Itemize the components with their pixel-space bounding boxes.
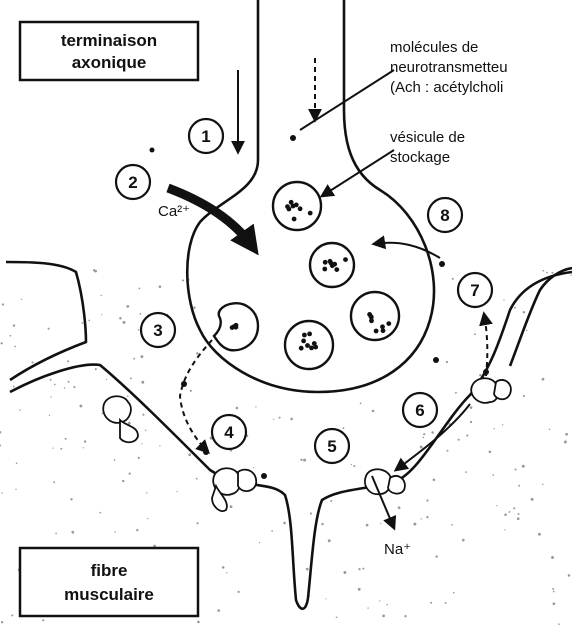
molecule-dot [312, 341, 317, 346]
molecule-dot [299, 346, 304, 351]
molecule-dot [301, 339, 306, 344]
storage-vesicle-label-line1: vésicule de [390, 129, 465, 146]
molecule-dot [323, 260, 328, 265]
neurotransmitter-label-line3: (Ach : acétylcholi [390, 79, 503, 96]
step-number: 2 [128, 173, 137, 192]
step-marker-3: 3 [141, 313, 175, 347]
molecule-dot [302, 333, 307, 338]
molecule-dot [343, 257, 348, 262]
molecule-dot [374, 329, 379, 334]
step-marker-8: 8 [428, 198, 462, 232]
muscle-membrane-left [6, 262, 86, 380]
molecule-dot [380, 324, 385, 329]
neurotransmitter-label: molécules de neurotransmetteu (Ach : acé… [390, 39, 508, 96]
molecule-dot [369, 314, 374, 319]
step-marker-5: 5 [315, 429, 349, 463]
step-number: 6 [415, 401, 424, 420]
axon-terminal-label: terminaison axonique [20, 22, 198, 80]
neurotransmitter-label-line1: molécules de [390, 39, 478, 56]
molecule-dot [234, 323, 239, 328]
axon-terminal-label-line1: terminaison [61, 31, 157, 50]
molecule-dot [308, 211, 313, 216]
muscle-fiber-label-line2: musculaire [64, 585, 154, 604]
axon-terminal-label-line2: axonique [72, 53, 147, 72]
step-marker-2: 2 [116, 165, 150, 199]
molecule-dot [298, 206, 303, 211]
molecule-dot [322, 267, 327, 272]
molecule-dot [332, 262, 337, 267]
muscle-fiber-label-line1: fibre [91, 561, 128, 580]
molecule-dot [305, 343, 310, 348]
storage-vesicle-label-line2: stockage [390, 149, 450, 166]
molecule-dot [291, 204, 296, 209]
molecule-dot [307, 332, 312, 337]
calcium-ion-label: Ca²⁺ [158, 203, 190, 220]
step-number: 3 [153, 321, 162, 340]
step-markers: 1 2 3 4 5 6 7 8 [116, 119, 492, 463]
neurotransmitter-label-line2: neurotransmetteu [390, 59, 508, 76]
step-number: 5 [327, 437, 336, 456]
step-number: 4 [224, 423, 234, 442]
step-number: 1 [201, 127, 210, 146]
step-marker-6: 6 [403, 393, 437, 427]
molecule-dot [386, 321, 391, 326]
vesicles [214, 182, 399, 369]
step-marker-1: 1 [189, 119, 223, 153]
acetylcholine-receptors [103, 378, 511, 511]
released-molecules [150, 135, 490, 479]
step-marker-4: 4 [212, 415, 246, 449]
muscle-membrane-right-fold [510, 268, 572, 366]
storage-vesicle-label: vésicule de stockage [390, 129, 465, 166]
sodium-ion-label: Na⁺ [384, 541, 411, 558]
molecule-dot [328, 259, 333, 264]
muscle-fiber-label: fibre musculaire [20, 548, 198, 616]
step-number: 7 [470, 281, 479, 300]
molecule-dot [334, 267, 339, 272]
molecule-dot [287, 207, 292, 212]
molecule-dot [292, 217, 297, 222]
molecule-dot [309, 346, 314, 351]
molecule-dot [369, 318, 374, 323]
step-number: 8 [440, 206, 449, 225]
step-marker-7: 7 [458, 273, 492, 307]
